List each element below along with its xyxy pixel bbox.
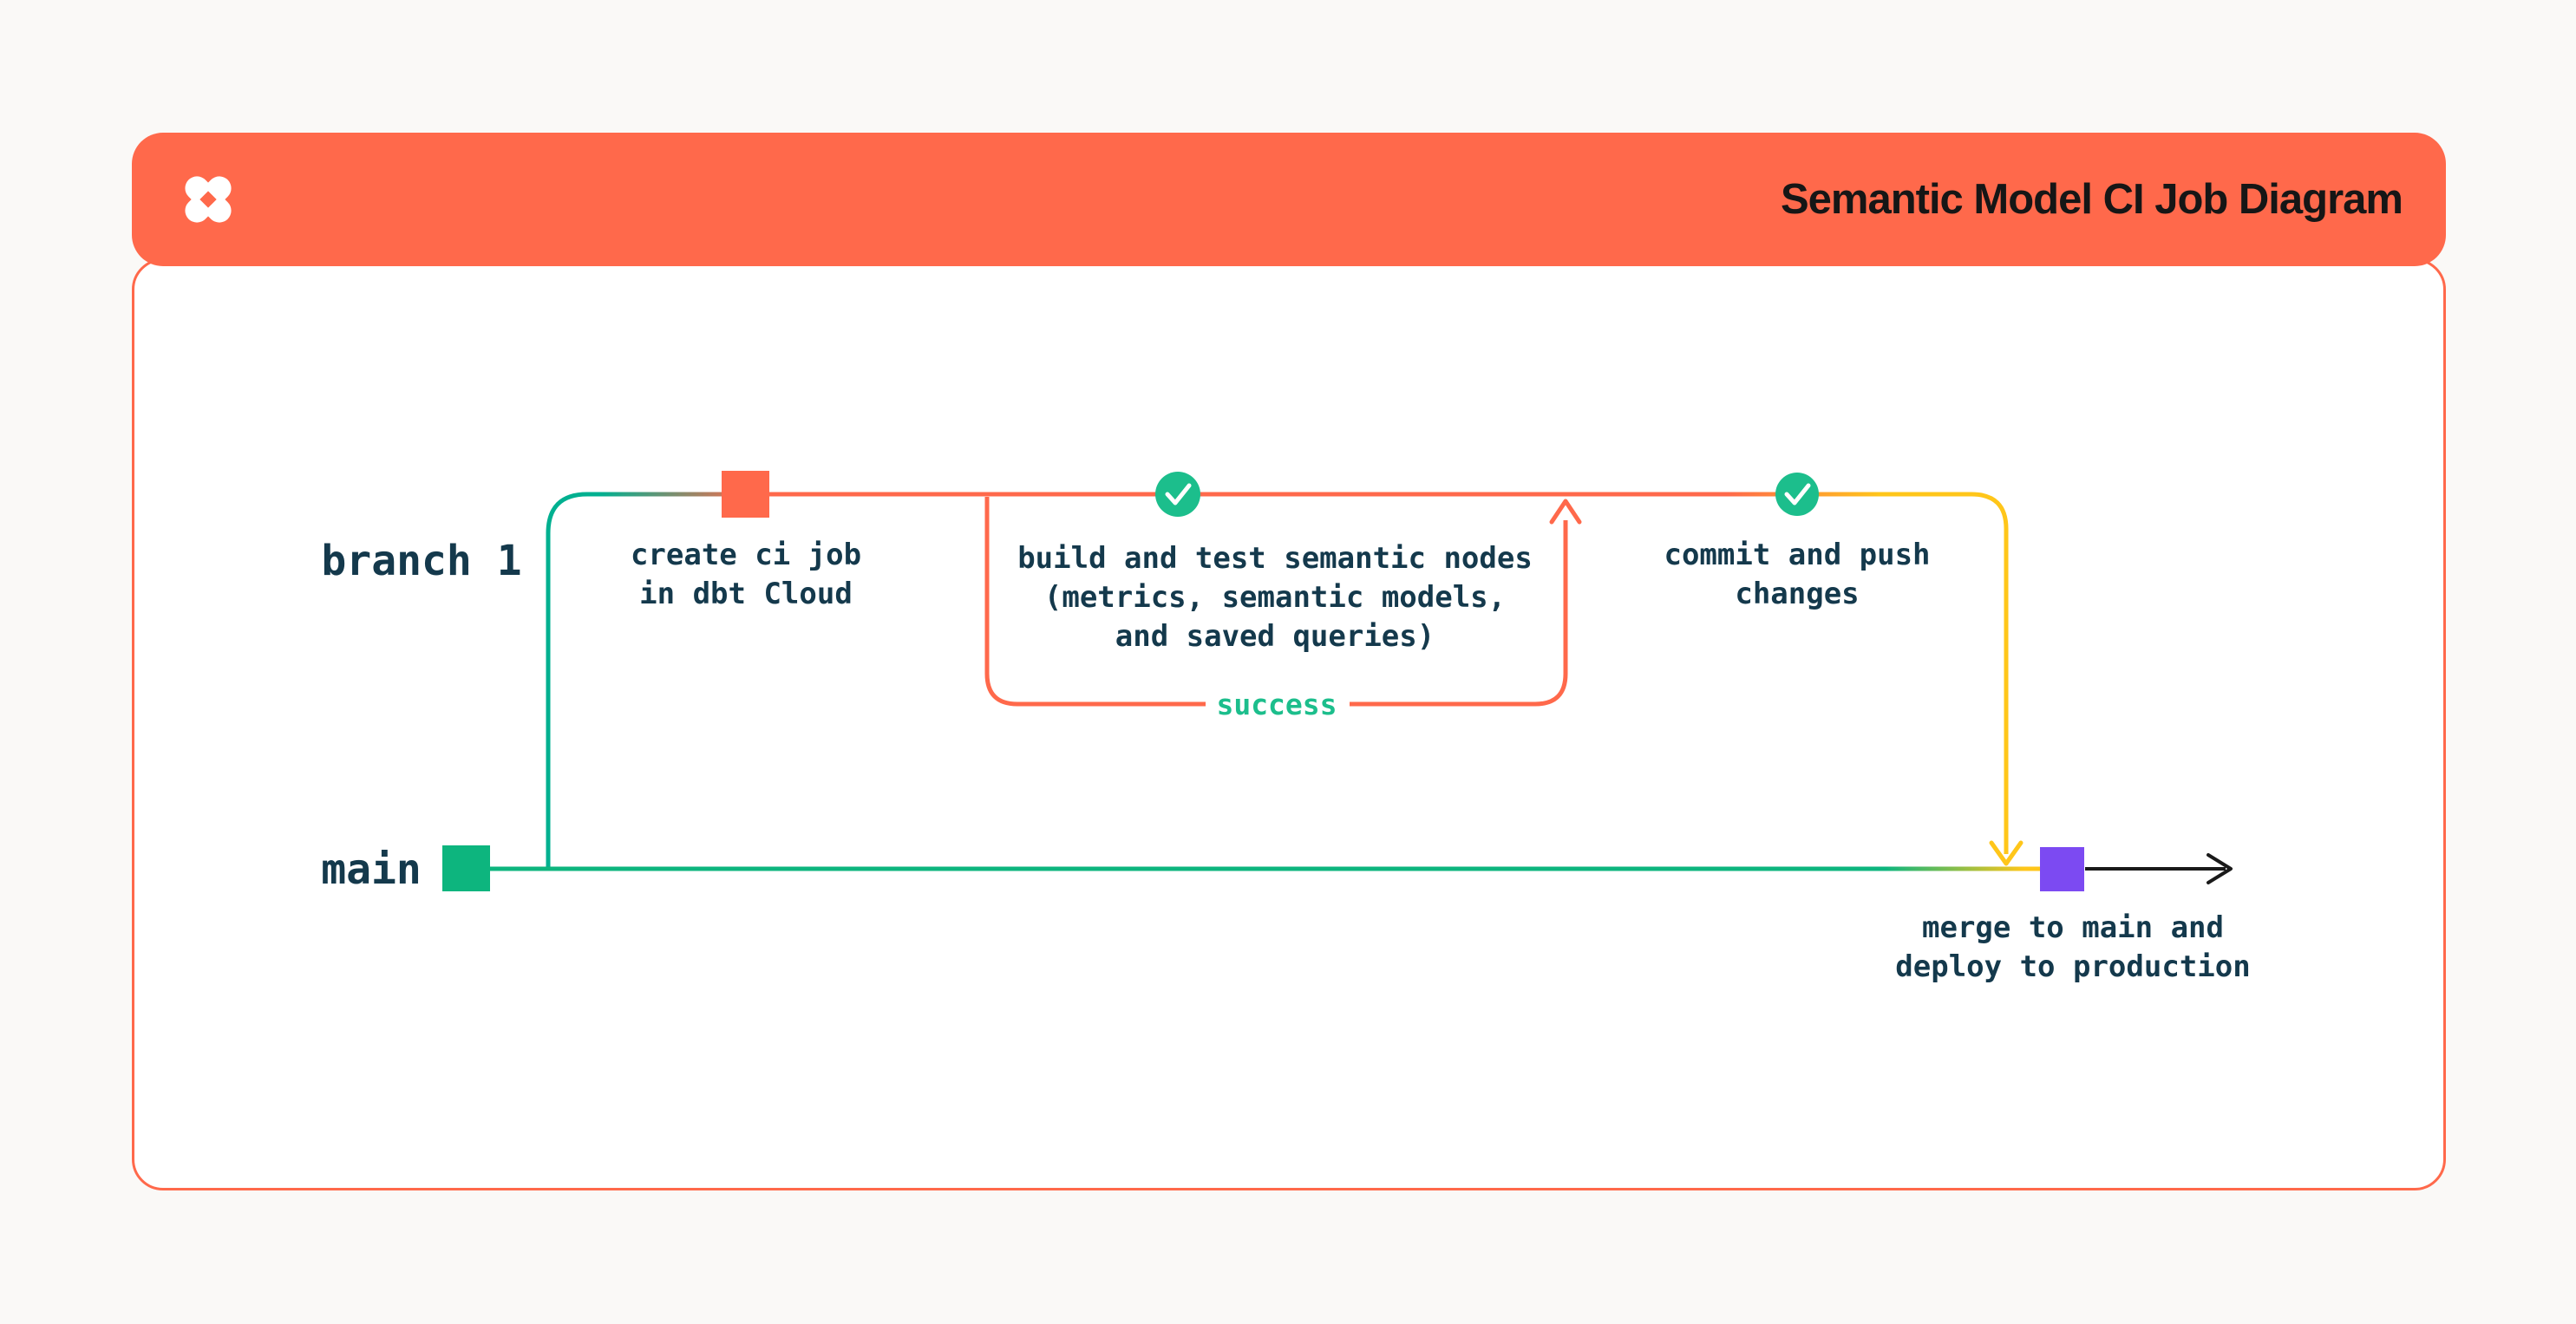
- branch-1-label: branch 1: [321, 537, 522, 585]
- header-bar: Semantic Model CI Job Diagram: [132, 133, 2446, 266]
- build-test-label: build and test semantic nodes (metrics, …: [1017, 541, 1533, 654]
- page-title: Semantic Model CI Job Diagram: [1780, 176, 2403, 223]
- merge-deploy-label: merge to main and deploy to production: [1895, 910, 2251, 984]
- create-ci-job-label: create ci job in dbt Cloud: [630, 538, 862, 611]
- dbt-logo-icon: [185, 176, 232, 223]
- main-label: main: [321, 845, 422, 894]
- success-label: success: [1216, 688, 1337, 721]
- commit-push-label: commit and push changes: [1664, 538, 1931, 611]
- diagram-card: [132, 258, 2446, 1190]
